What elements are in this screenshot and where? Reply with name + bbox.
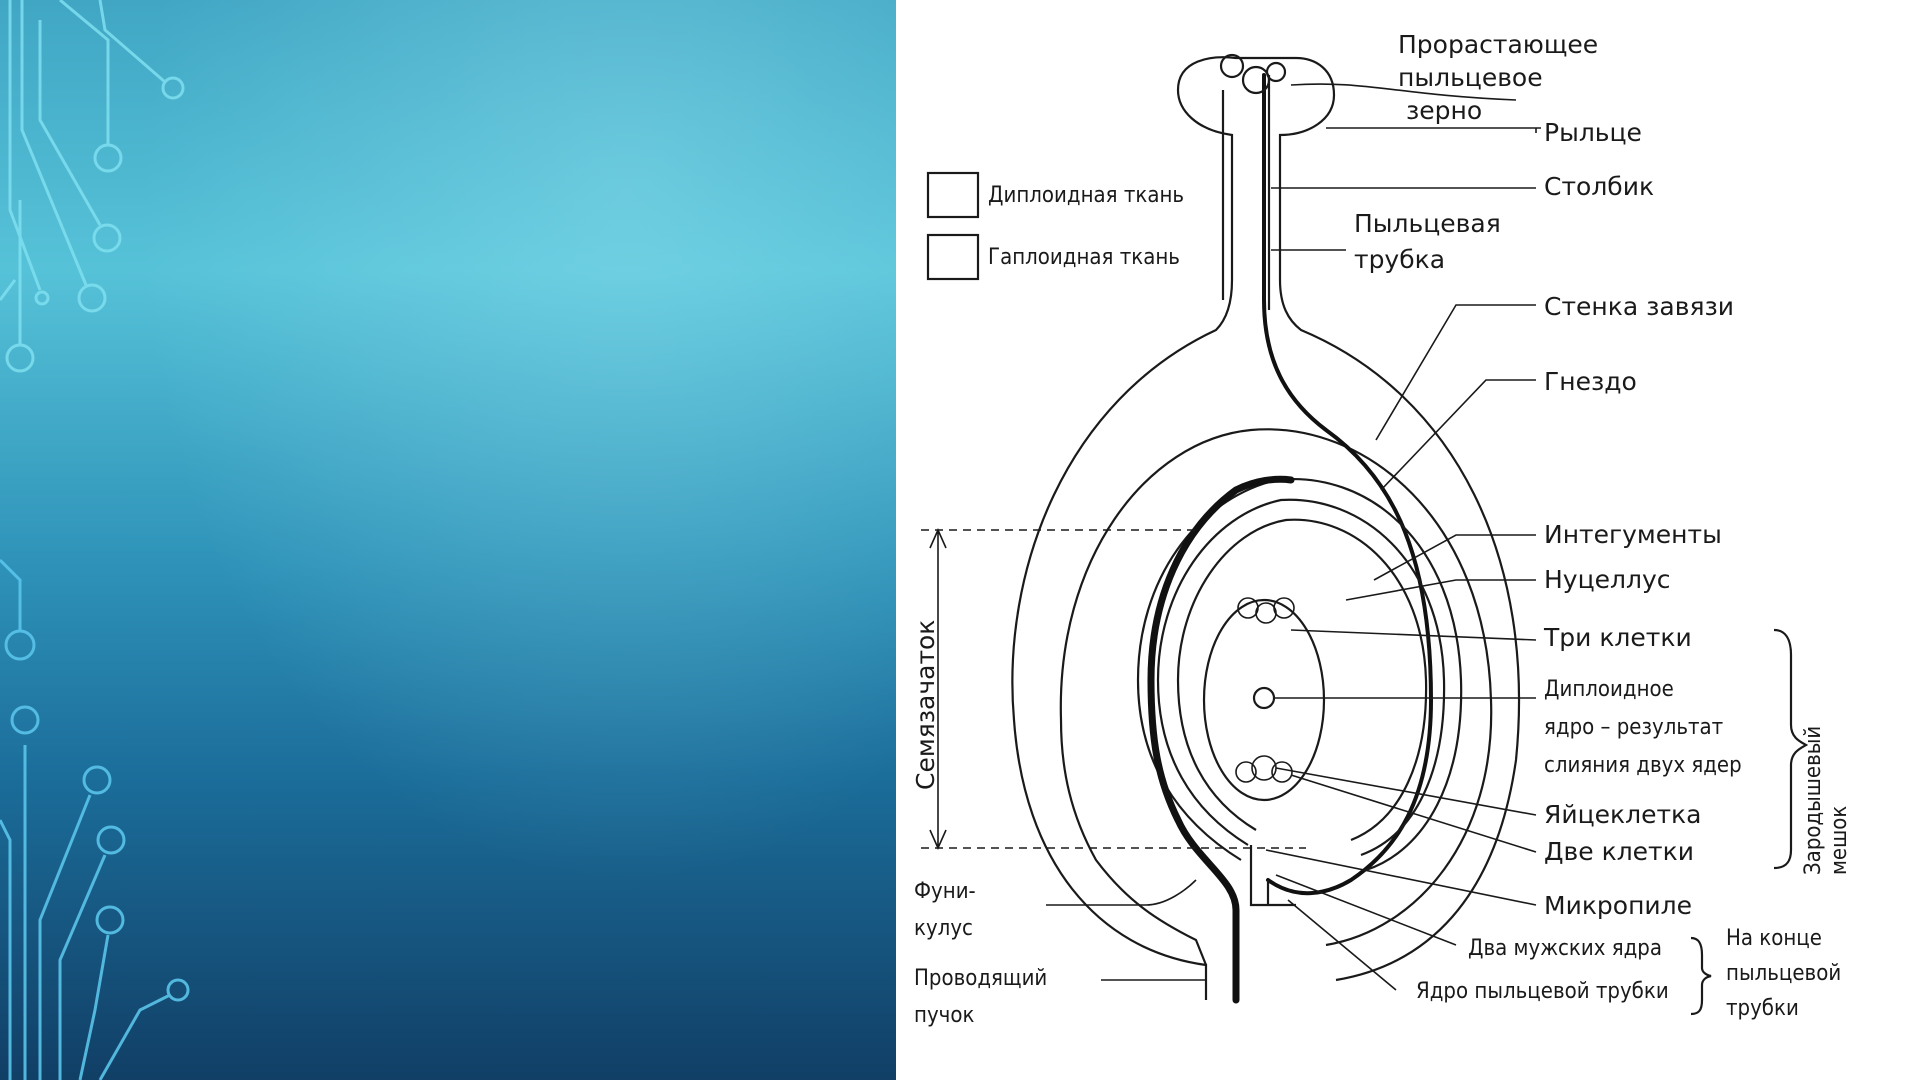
legend-diploid-swatch [926,171,980,219]
nucellus-label: Нуцеллус [1544,565,1671,594]
leader-lines [1046,83,1541,991]
pollen-tube-label-line2: трубка [1354,245,1445,274]
antipodal-cell-3 [1273,597,1295,619]
integuments-label: Интегументы [1544,520,1722,549]
pollen-tube-label-line1: Пыльцевая [1354,209,1501,238]
tube-nucleus-label: Ядро пыльцевой трубки [1416,979,1669,1004]
egg-cell-label: Яйцеклетка [1544,800,1701,829]
locule-label: Гнездо [1544,367,1637,396]
embryo-sac-bracket [1773,628,1809,870]
nucellus-outline [1176,518,1428,842]
background-glow [0,0,896,1080]
synergid-right [1271,761,1293,783]
locule-outline [1059,428,1493,966]
tube-end-label-line3: трубки [1726,996,1799,1021]
legend-haploid-label: Гаплоидная ткань [988,245,1180,270]
tube-end-label-line2: пыльцевой [1726,961,1841,986]
legend-diploid-label: Диплоидная ткань [988,183,1184,208]
circuit-decoration-icon [0,0,190,1080]
diploid-nucleus-label-line2: ядро – результат [1544,715,1723,740]
two-male-nuclei-label: Два мужских ядра [1468,936,1662,961]
inner-integument-line [1156,498,1446,857]
pollen-grain-label-line2: пыльцевое [1398,63,1543,92]
pollen-tube-path [1262,73,1434,896]
vascular-bundle-label-line1: Проводящий [914,966,1047,991]
pollen-grain-label-line3: зерно [1406,96,1482,125]
funiculus-label-line1: Фуни- [914,879,976,904]
diploid-nucleus-label-line1: Диплоидное [1544,677,1674,702]
pollen-grain-label-line1: Прорастающее [1398,30,1598,59]
embryo-sac-label-line1: Зародышевый [1801,726,1826,875]
funiculus-label-line2: кулус [914,916,973,941]
tube-end-label-line1: На конце [1726,926,1822,951]
vascular-bundle-label-line2: пучок [914,1003,974,1028]
legend-haploid-swatch [926,233,980,281]
pollen-grain-right [1265,61,1287,83]
style-label: Столбик [1544,172,1654,201]
micropyle-label: Микропиле [1544,891,1692,920]
vascular-bundle-strand [1147,475,1295,1004]
ovule-dimension-arrow [929,528,947,850]
synergid-left [1235,761,1257,783]
diploid-nucleus-label-line3: слияния двух ядер [1544,753,1742,778]
embryo-sac-label-line2: мешок [1827,806,1852,875]
micropyle-opening [1249,845,1296,907]
two-cells-label: Две клетки [1544,837,1694,866]
pistil-outline [1011,56,1521,1000]
tube-end-bracket [1690,936,1712,1016]
ovary-longitudinal-section-diagram: Диплоидная ткань Гаплоидная ткань [911,30,1852,1028]
antipodal-cell-2 [1255,602,1277,624]
three-cells-label: Три клетки [1543,623,1692,652]
embryo-sac [1202,598,1326,802]
pollen-grain-left [1219,53,1245,79]
pollen-grain-center [1241,65,1271,95]
ovule-label: Семязачаток [911,620,940,790]
decorative-background-panel [0,0,896,1080]
flower-ovary-diagram-panel: Диплоидная ткань Гаплоидная ткань [896,0,1920,1080]
ovary-wall-label: Стенка завязи [1544,292,1734,321]
diploid-nucleus [1252,686,1276,710]
stigma-label: Рыльце [1544,118,1642,147]
